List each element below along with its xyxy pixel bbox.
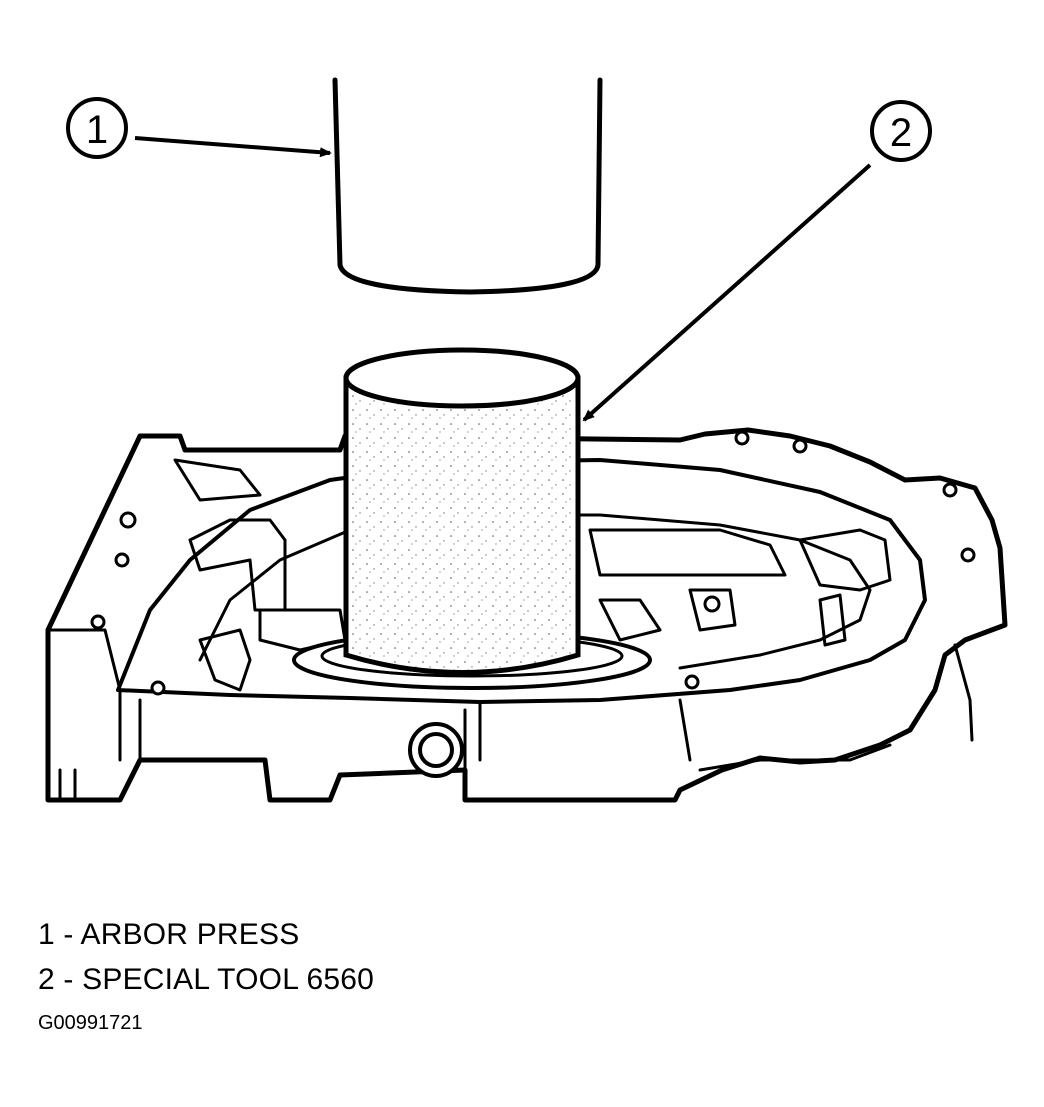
figure-id: G00991721 <box>38 1012 143 1034</box>
callout-1: 1 <box>66 97 332 159</box>
callout-2: 2 <box>582 100 932 422</box>
case-boss <box>408 722 464 778</box>
case-internal-details <box>173 458 892 692</box>
callout-2-number: 2 <box>890 111 912 155</box>
arbor-press-ram <box>332 77 603 295</box>
case-bolt-holes <box>90 430 976 696</box>
callout-2-leader <box>582 163 872 422</box>
legend: 1 - ARBOR PRESS 2 - SPECIAL TOOL 6560 <box>38 912 374 1002</box>
special-tool-6560 <box>343 347 581 675</box>
legend-item-arbor-press: 1 - ARBOR PRESS <box>38 918 300 951</box>
callout-1-leader <box>134 136 332 158</box>
arbor-press-diagram: 1 2 <box>45 77 1008 803</box>
callout-1-number: 1 <box>86 108 108 152</box>
legend-item-special-tool: 2 - SPECIAL TOOL 6560 <box>38 963 375 996</box>
